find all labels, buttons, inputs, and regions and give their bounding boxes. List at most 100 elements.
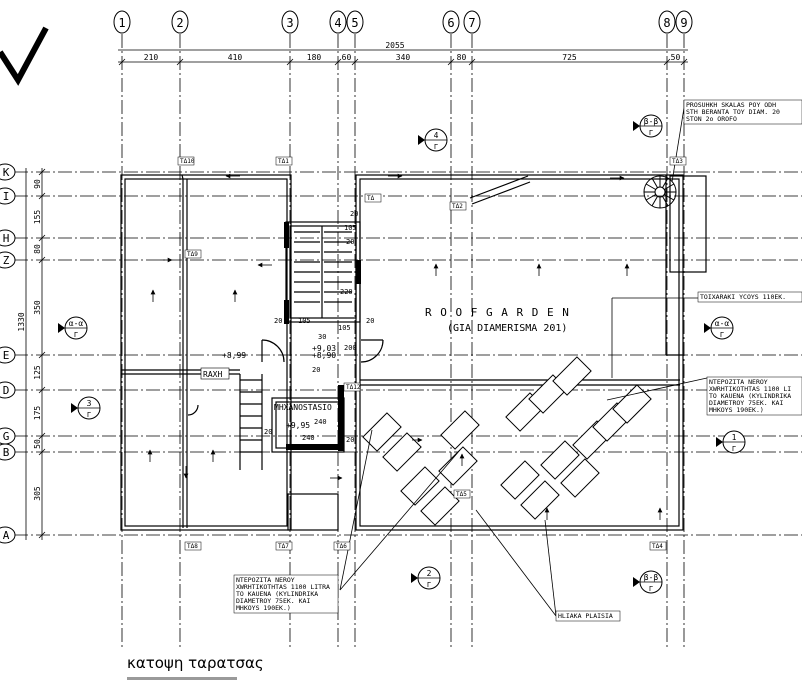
grid-column-label: 2	[176, 16, 183, 30]
grid-row-bubble: G	[0, 427, 16, 445]
note-line: PROSUHKH SKALAS POY ODH	[686, 101, 776, 109]
drain-tag: TΔ6	[333, 541, 351, 551]
grid-row-bubble: Z	[0, 251, 16, 269]
caption-underline	[127, 677, 237, 680]
svg-text:TΔ6: TΔ6	[336, 543, 347, 550]
section-marker: 4Γ	[418, 128, 448, 152]
small-dimension: 20	[274, 317, 282, 325]
dimension-span: 80	[457, 53, 467, 62]
grid-row-label: Z	[3, 254, 10, 267]
note-line: STH BERANTA TOY DIAM. 20	[686, 108, 780, 116]
grid-column-label: 9	[680, 16, 687, 30]
grid-column-bubble: 6	[442, 10, 460, 34]
grid-column-lines	[121, 34, 685, 650]
drain-tag: TΔ	[364, 193, 382, 203]
solar-panel	[420, 486, 460, 526]
level-marks: +9,03+8,90+8,99+9,95	[222, 344, 336, 430]
svg-text:α-α: α-α	[715, 319, 730, 328]
svg-text:Γ: Γ	[74, 331, 78, 339]
small-dimension: 105	[338, 324, 351, 332]
svg-text:TΔ4: TΔ4	[652, 543, 663, 550]
check-mark-icon	[0, 26, 49, 86]
svg-text:TΔ1: TΔ1	[278, 158, 289, 165]
dimension-vertical-span: 175	[33, 406, 42, 421]
grid-row-label: B	[3, 446, 10, 459]
solar-panel	[552, 356, 592, 396]
svg-text:Γ: Γ	[649, 585, 653, 593]
svg-text:Γ: Γ	[427, 581, 431, 589]
solar-note: HLIAKA PLAISIA	[555, 610, 621, 622]
dimension-span: 340	[396, 53, 411, 62]
grid-column-label: 8	[663, 16, 670, 30]
small-dimension: 30	[318, 333, 326, 341]
svg-text:Γ: Γ	[87, 411, 91, 419]
grid-column-bubble: 7	[463, 10, 481, 34]
section-marker: 1Γ	[716, 430, 746, 454]
roof-garden-sublabel: (GIA DIAMERISMA 201)	[447, 323, 567, 334]
svg-text:TΔ8: TΔ8	[187, 543, 198, 550]
grid-row-bubble: K	[0, 163, 16, 181]
svg-text:4: 4	[434, 131, 439, 140]
grid-column-bubble: 4	[329, 10, 347, 34]
grid-row-bubble: B	[0, 443, 16, 461]
grid-column-label: 1	[118, 16, 125, 30]
section-marker: 3Γ	[71, 396, 101, 420]
note-line: DIAMETROY 75EK. KAI	[709, 399, 783, 407]
solar-panel	[540, 440, 580, 480]
drain-tag: TΔ8	[184, 541, 202, 551]
svg-text:TΔ3: TΔ3	[672, 158, 683, 165]
section-marker: β-βΓ	[633, 570, 663, 594]
small-dimension: 220	[340, 288, 353, 296]
grid-column-bubble: 8	[658, 10, 676, 34]
dimension-span: 725	[562, 53, 577, 62]
drain-tag: TΔ10	[177, 156, 195, 166]
grid-row-label: K	[3, 166, 10, 179]
level-mark: +9,95	[286, 421, 310, 430]
grid-row-bubble: D	[0, 381, 16, 399]
small-dimension: 20	[346, 238, 354, 246]
dimension-vertical-span: 50	[33, 439, 42, 449]
grid-column-label: 7	[468, 16, 475, 30]
drainage-arrows	[147, 173, 663, 520]
small-dimension: 20	[366, 317, 374, 325]
svg-text:TΔ: TΔ	[367, 195, 375, 202]
svg-text:Γ: Γ	[732, 445, 736, 453]
grid-row-bubble: A	[0, 526, 16, 544]
solar-panel	[520, 480, 560, 520]
dimension-span: 410	[228, 53, 243, 62]
rachi-label: RAXH	[203, 370, 222, 379]
dimension-vertical-span: 350	[33, 300, 42, 315]
svg-text:TΔ12: TΔ12	[346, 384, 361, 391]
small-dimension: 200	[344, 344, 357, 352]
note-line: MHKOYS 190EK.)	[709, 406, 764, 414]
dimension-span: 50	[671, 53, 681, 62]
solar-panel	[440, 410, 480, 450]
plan-caption: κατοψη ταρατσας	[127, 654, 264, 672]
svg-text:1: 1	[732, 433, 737, 442]
note-line: TOIXARAKI YCOYS 110EK.	[700, 293, 786, 301]
small-dimension: 20	[264, 428, 272, 436]
svg-text:TΔ9: TΔ9	[187, 251, 198, 258]
drain-tag: TΔ1	[275, 156, 293, 166]
level-mark: +8,99	[222, 351, 246, 360]
drain-tag: TΔ9	[184, 249, 202, 259]
note-leaders	[339, 107, 708, 617]
dimension-span: 60	[342, 53, 352, 62]
roof-garden-label: R O O F G A R D E N	[425, 306, 570, 319]
drain-tag: TΔ2	[449, 201, 467, 211]
svg-text:Γ: Γ	[434, 143, 438, 151]
svg-text:TΔ2: TΔ2	[452, 203, 463, 210]
grid-row-label: G	[3, 430, 10, 443]
small-dimension: 20	[346, 436, 354, 444]
section-marker: α-αΓ	[58, 316, 88, 340]
small-dimension: 240	[314, 418, 327, 426]
